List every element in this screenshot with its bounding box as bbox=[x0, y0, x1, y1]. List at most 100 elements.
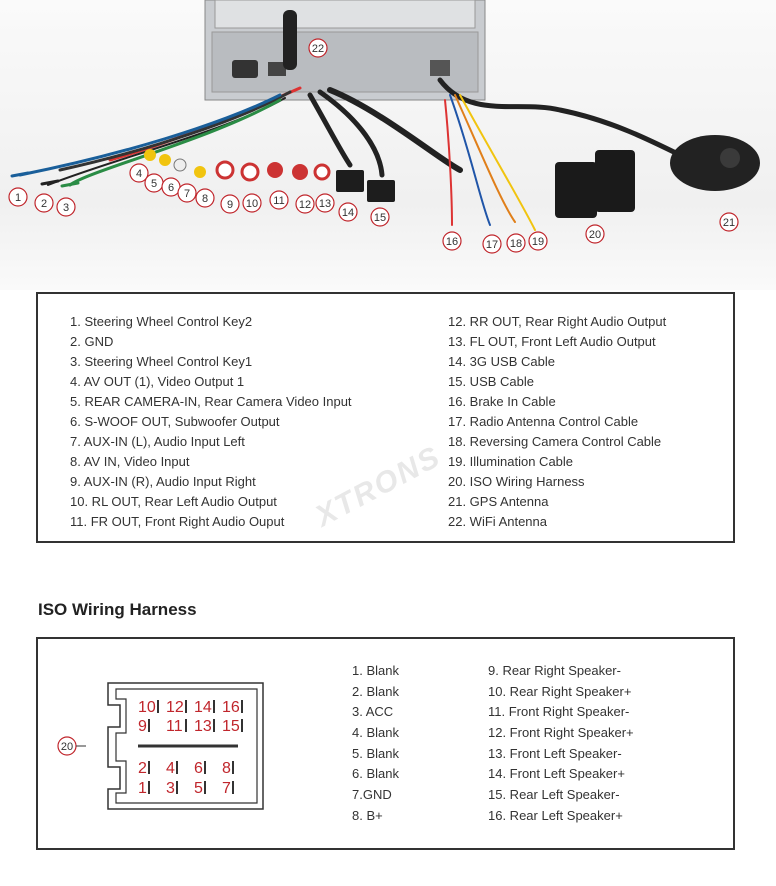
callout-number: 16 bbox=[446, 236, 458, 248]
legend-item: 8. AV IN, Video Input bbox=[70, 454, 190, 469]
callout-marker bbox=[177, 183, 197, 203]
callout-number: 11 bbox=[273, 195, 284, 207]
pin-marker bbox=[232, 761, 234, 774]
iso-pin-item: 8. B+ bbox=[352, 807, 383, 823]
iso-pin-item: 4. Blank bbox=[352, 725, 399, 741]
callout-marker bbox=[585, 224, 605, 244]
callout-marker bbox=[338, 202, 358, 222]
legend-item: 5. REAR CAMERA-IN, Rear Camera Video Inp… bbox=[70, 394, 352, 409]
pin-number: 3 bbox=[166, 780, 175, 797]
connector-label: 20 bbox=[61, 741, 73, 753]
callout-marker bbox=[442, 231, 462, 251]
callout-marker bbox=[242, 193, 262, 213]
iso-pin-item: 15. Rear Left Speaker- bbox=[488, 787, 620, 803]
callout-number: 18 bbox=[510, 238, 522, 250]
pin-number: 5 bbox=[194, 780, 203, 797]
legend-item: 12. RR OUT, Rear Right Audio Output bbox=[448, 314, 667, 329]
iso-pin-item: 16. Rear Left Speaker+ bbox=[488, 807, 623, 823]
iso-pin-item: 2. Blank bbox=[352, 683, 399, 699]
legend-item: 21. GPS Antenna bbox=[448, 494, 549, 509]
callout-number: 19 bbox=[532, 236, 544, 248]
rca-plugs bbox=[144, 149, 331, 182]
legend-item: 14. 3G USB Cable bbox=[448, 354, 555, 369]
pin-marker bbox=[176, 761, 178, 774]
iso-pin-item: 9. Rear Right Speaker- bbox=[488, 663, 621, 678]
pin-number: 12 bbox=[166, 699, 184, 716]
callout-number: 17 bbox=[486, 239, 498, 251]
callout-number: 7 bbox=[184, 188, 190, 200]
legend-item: 10. RL OUT, Rear Left Audio Output bbox=[70, 494, 277, 509]
legend-item: 4. AV OUT (1), Video Output 1 bbox=[70, 374, 245, 389]
pin-number: 10 bbox=[138, 699, 156, 716]
pin-marker bbox=[213, 719, 215, 732]
pin-marker bbox=[148, 719, 150, 732]
component-legend: 1. Steering Wheel Control Key2 2. GND 3.… bbox=[36, 292, 735, 543]
iso-pin-item: 3. ACC bbox=[352, 704, 394, 720]
callout-marker bbox=[315, 193, 335, 213]
callout-number: 14 bbox=[342, 207, 354, 219]
legend-item: 22. WiFi Antenna bbox=[448, 514, 547, 529]
callout-marker bbox=[269, 190, 289, 210]
iso-pin-item: 12. Front Right Speaker+ bbox=[488, 725, 634, 741]
iso-pin-item: 10. Rear Right Speaker+ bbox=[488, 683, 632, 699]
callout-number: 5 bbox=[151, 178, 157, 190]
legend-item: 2. GND bbox=[70, 334, 114, 349]
pin-marker bbox=[232, 781, 234, 794]
pin-marker bbox=[204, 761, 206, 774]
callout-marker bbox=[370, 207, 390, 227]
pin-number: 2 bbox=[138, 760, 147, 777]
legend-item: 9. AUX-IN (R), Audio Input Right bbox=[70, 474, 256, 489]
pin-marker bbox=[148, 781, 150, 794]
legend-item: 11. FR OUT, Front Right Audio Ouput bbox=[70, 514, 285, 529]
iso-pin-item: 14. Front Left Speaker+ bbox=[488, 766, 625, 782]
pin-number: 6 bbox=[194, 760, 203, 777]
iso-pin-item: 13. Front Left Speaker- bbox=[488, 745, 622, 761]
usb-plug-3g bbox=[336, 170, 364, 192]
callout-number: 1 bbox=[15, 192, 21, 204]
pin-marker bbox=[241, 700, 243, 713]
callout-number: 2 bbox=[41, 198, 47, 210]
pin-marker bbox=[185, 700, 187, 713]
pin-number: 4 bbox=[166, 760, 175, 777]
legend-item: 6. S-WOOF OUT, Subwoofer Output bbox=[70, 414, 280, 429]
pin-marker bbox=[185, 719, 187, 732]
legend-item: 3. Steering Wheel Control Key1 bbox=[70, 354, 253, 369]
callout-marker bbox=[308, 38, 328, 58]
iso-pin-list-left: 1. Blank 2. Blank 3. ACC 4. Blank 5. Bla… bbox=[352, 661, 399, 827]
legend-item: 16. Brake In Cable bbox=[448, 394, 556, 409]
iso-pin-item: 5. Blank bbox=[352, 745, 399, 761]
callout-number: 10 bbox=[246, 198, 258, 210]
iso-pin-item: 1. Blank bbox=[352, 663, 399, 678]
iso-section-title: ISO Wiring Harness bbox=[38, 600, 197, 619]
pin-number: 7 bbox=[222, 780, 231, 797]
callout-marker bbox=[719, 212, 739, 232]
callout-number: 15 bbox=[374, 212, 386, 224]
pin-marker bbox=[176, 781, 178, 794]
callout-number: 8 bbox=[202, 193, 208, 205]
gps-antenna bbox=[670, 135, 760, 191]
callout-number: 22 bbox=[312, 43, 324, 55]
callout-marker bbox=[528, 231, 548, 251]
pin-number: 16 bbox=[222, 699, 240, 716]
iso-pin-item: 11. Front Right Speaker- bbox=[488, 704, 630, 720]
callout-number: 20 bbox=[589, 229, 601, 241]
pin-number: 11 bbox=[166, 718, 183, 735]
pin-marker bbox=[148, 761, 150, 774]
callout-marker bbox=[482, 234, 502, 254]
pin-number: 14 bbox=[194, 699, 212, 716]
callout-marker bbox=[129, 163, 149, 183]
callout-marker bbox=[34, 193, 54, 213]
callout-number: 12 bbox=[299, 199, 311, 211]
iso-connector-photo bbox=[555, 150, 635, 218]
callout-number: 21 bbox=[723, 217, 735, 229]
pin-number: 15 bbox=[222, 718, 240, 735]
pin-marker bbox=[213, 700, 215, 713]
callout-marker bbox=[220, 194, 240, 214]
legend-item: 18. Reversing Camera Control Cable bbox=[448, 434, 662, 449]
callout-number: 13 bbox=[319, 198, 331, 210]
callout-marker bbox=[195, 188, 215, 208]
legend-item: 17. Radio Antenna Control Cable bbox=[448, 414, 639, 429]
